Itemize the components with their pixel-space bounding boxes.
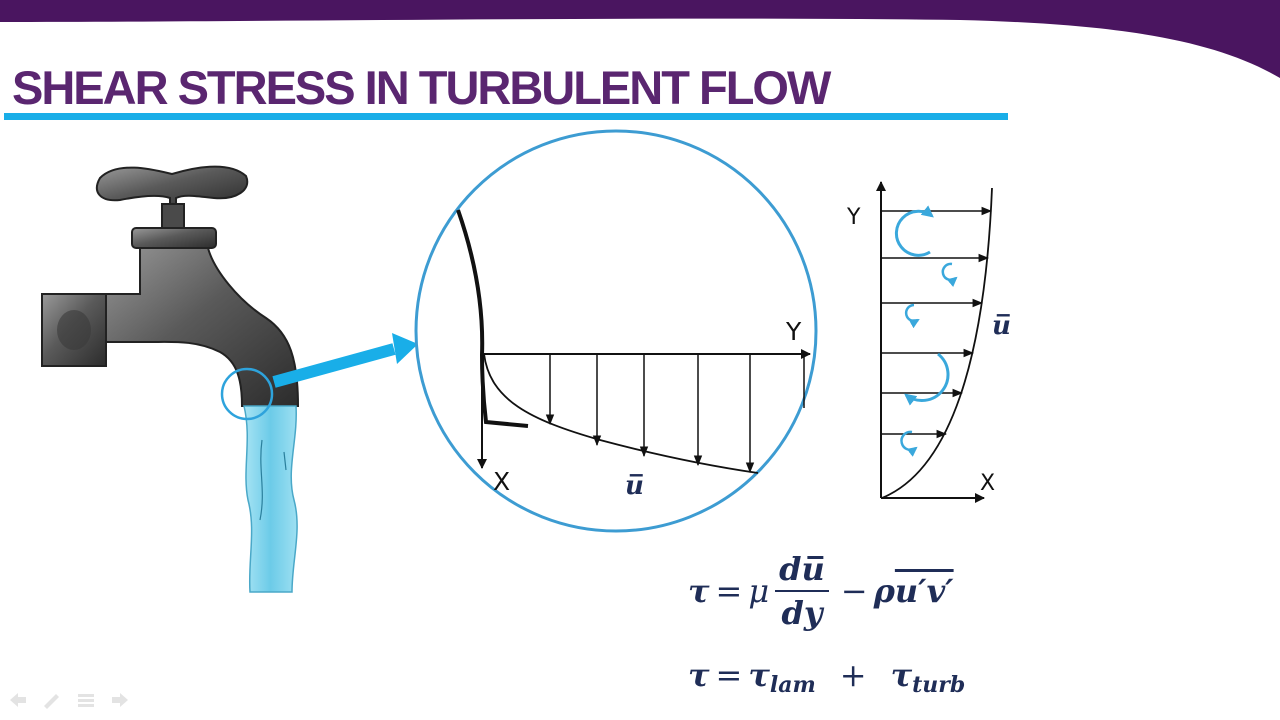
eq1-tau: τ	[688, 572, 710, 610]
slide-title: SHEAR STRESS IN TURBULENT FLOW	[12, 61, 831, 114]
eq2-equals: =	[715, 656, 743, 694]
profile-axis-y-label: Y	[846, 205, 861, 230]
zoom-diagram: Y X u̅	[456, 209, 811, 501]
eddy-swirl-icon	[904, 303, 920, 329]
eq2-tau-lam: τ	[748, 656, 770, 694]
eddy-swirl-icon	[941, 262, 958, 287]
eq2-turb-subscript: turb	[912, 672, 966, 698]
slideshow-nav	[10, 693, 128, 709]
eq1-denominator: dy	[781, 594, 823, 632]
title-underline	[4, 113, 1008, 120]
water-tap-icon	[41, 165, 300, 593]
zoom-axis-y-label: Y	[785, 317, 802, 346]
eq1-rho: ρ	[873, 572, 895, 610]
profile-axis-x-label: X	[980, 471, 995, 496]
prev-slide-icon[interactable]	[10, 693, 26, 707]
eq1-minus: −	[840, 572, 868, 610]
equation-total-shear: τ = μ du̅ dy − ρ u′v′	[688, 548, 954, 634]
zoom-focus-ring	[220, 367, 274, 421]
eddy-swirl-icon	[900, 430, 918, 457]
eq2-plus: +	[839, 656, 867, 694]
eq2-lam-subscript: lam	[769, 672, 816, 698]
profile-curve	[881, 187, 993, 499]
eq2-tau: τ	[688, 656, 710, 694]
eddy-swirl-icon	[904, 352, 950, 406]
pen-icon[interactable]	[44, 694, 59, 709]
next-slide-icon[interactable]	[112, 693, 128, 707]
velocity-profile-diagram: Y X u̅	[846, 181, 1011, 503]
eq2-tau-turb: τ	[890, 656, 913, 694]
zoom-lens	[414, 129, 818, 533]
menu-icon[interactable]	[78, 694, 94, 707]
wall-boundary	[456, 209, 529, 428]
eq1-mu: μ	[748, 572, 770, 610]
eq1-numerator: du̅	[775, 550, 829, 592]
profile-label: u̅	[992, 311, 1011, 341]
eq1-fluctuation-term: u′v′	[894, 572, 954, 610]
header-swoosh	[0, 0, 1280, 78]
eq1-equals: =	[715, 572, 743, 610]
zoom-arrow-icon	[272, 333, 418, 388]
eddy-swirl-icon	[894, 205, 934, 257]
zoom-axis-x-label: X	[493, 467, 510, 496]
zoom-profile-label: u̅	[625, 471, 644, 501]
eq1-fraction: du̅ dy	[775, 550, 829, 632]
